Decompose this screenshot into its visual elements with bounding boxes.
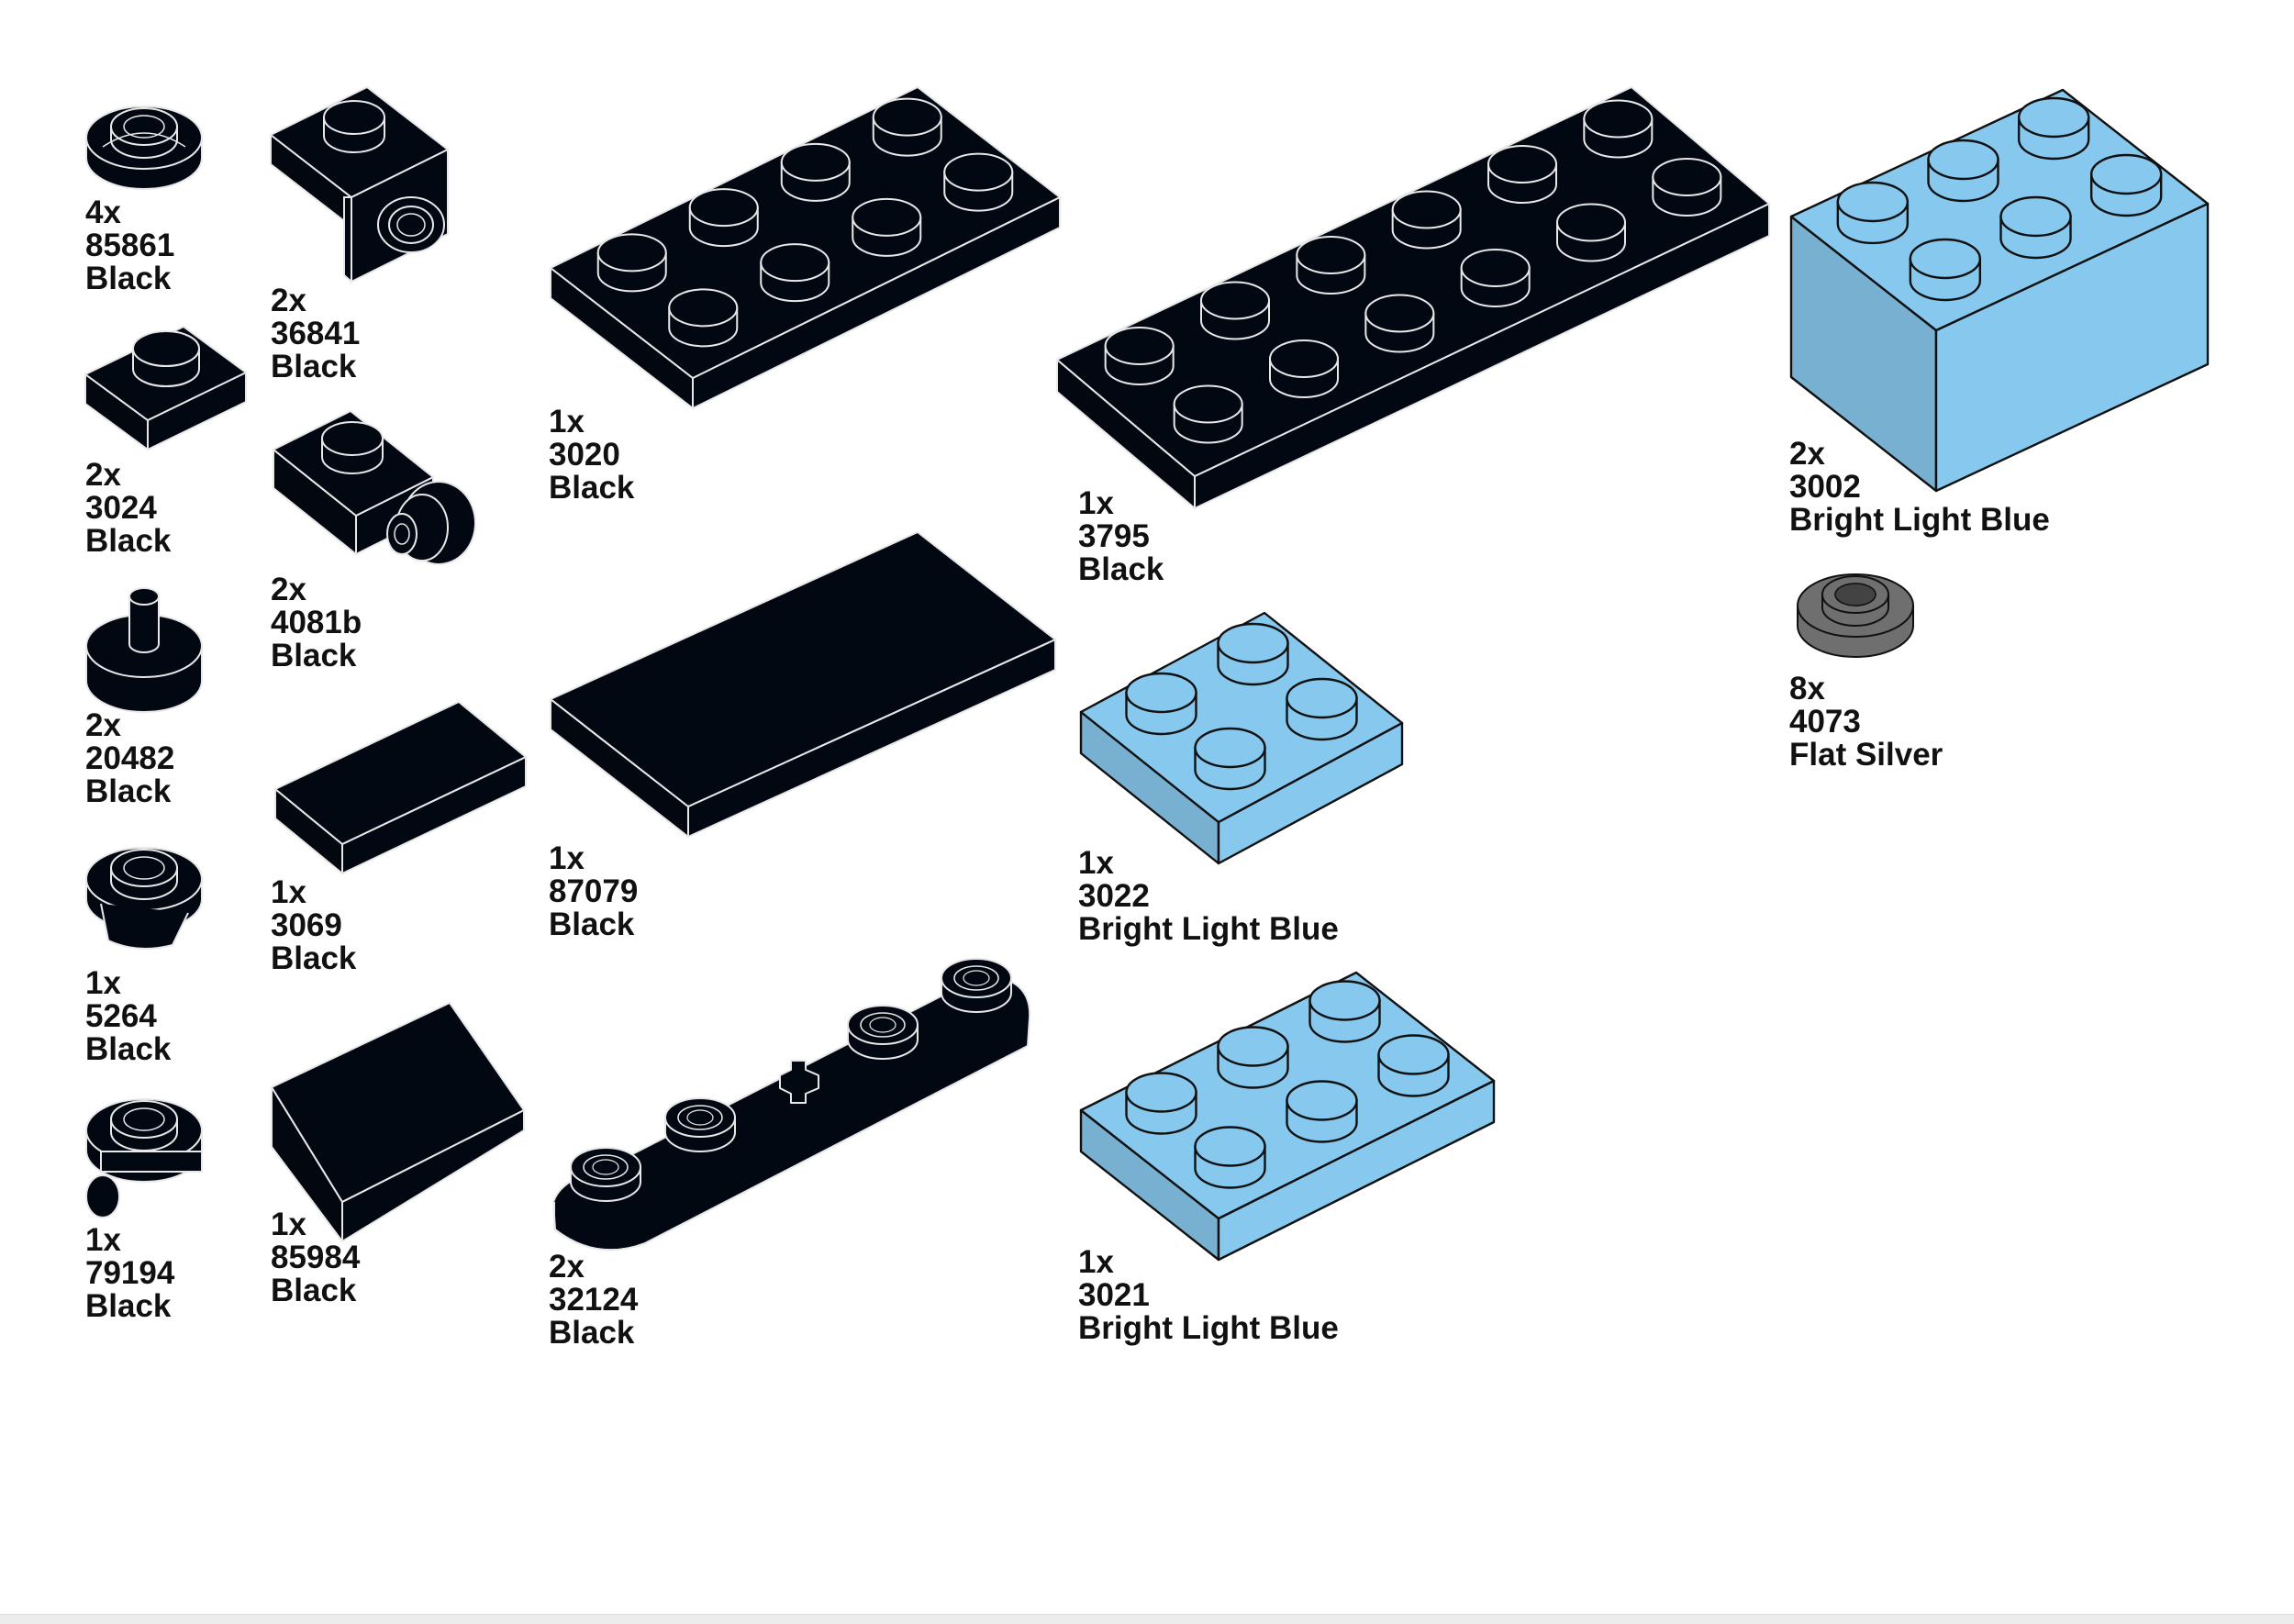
part-color: Bright Light Blue xyxy=(1789,502,2050,538)
part-quantity: 2x xyxy=(271,283,306,318)
part-color: Black xyxy=(271,1273,357,1308)
slope-1x2-icon xyxy=(271,1002,525,1242)
part-number: 3024 xyxy=(85,490,157,526)
part-quantity: 1x xyxy=(549,840,585,876)
part-label-3024: 2x 3024 Black xyxy=(85,459,171,558)
part-color: Black xyxy=(271,940,357,976)
part-number: 36841 xyxy=(271,316,361,351)
part-number: 85984 xyxy=(271,1240,361,1275)
plate-with-clip-light-icon xyxy=(273,410,476,565)
part-color: Black xyxy=(85,1031,172,1067)
part-label-3795: 1x 3795 Black xyxy=(1078,487,1164,586)
part-color: Black xyxy=(271,349,357,384)
part-number: 4073 xyxy=(1789,704,1861,740)
part-label-4073: 8x 4073 Flat Silver xyxy=(1789,673,1943,772)
part-color: Black xyxy=(549,470,635,506)
part-number: 20482 xyxy=(85,740,175,776)
part-label-32124: 2x 32124 Black xyxy=(549,1251,638,1350)
part-color: Black xyxy=(549,907,635,942)
part-quantity: 1x xyxy=(549,404,585,439)
part-quantity: 1x xyxy=(1078,485,1114,521)
round-plate-with-clip-icon xyxy=(85,847,203,950)
part-quantity: 8x xyxy=(1789,671,1825,706)
part-quantity: 1x xyxy=(1078,845,1114,881)
part-number: 79194 xyxy=(85,1255,175,1291)
part-color: Black xyxy=(85,773,172,809)
part-label-85861: 4x 85861 Black xyxy=(85,196,174,295)
tile-2x4-icon xyxy=(550,531,1056,838)
part-number: 3002 xyxy=(1789,469,1861,505)
part-number: 32124 xyxy=(549,1282,639,1318)
part-quantity: 1x xyxy=(271,874,306,910)
part-label-3020: 1x 3020 Black xyxy=(549,406,634,505)
part-quantity: 2x xyxy=(271,572,306,607)
plate-2x6-icon xyxy=(1056,86,1770,509)
part-number: 3020 xyxy=(549,437,620,473)
round-plate-1x1-icon xyxy=(1797,573,1914,658)
part-quantity: 4x xyxy=(85,195,121,230)
tile-1x2-icon xyxy=(274,701,527,874)
page-footer-strip xyxy=(0,1614,2294,1624)
part-color: Flat Silver xyxy=(1789,737,1943,773)
round-plate-with-bar-icon xyxy=(85,1098,203,1218)
part-color: Black xyxy=(549,1315,635,1351)
brick-2x3-icon xyxy=(1789,88,2210,493)
part-label-79194: 1x 79194 Black xyxy=(85,1224,174,1323)
plate-2x4-icon xyxy=(550,86,1061,409)
part-label-85984: 1x 85984 Black xyxy=(271,1208,360,1307)
part-label-3069: 1x 3069 Black xyxy=(271,876,356,975)
part-quantity: 1x xyxy=(271,1207,306,1242)
part-quantity: 2x xyxy=(549,1249,585,1285)
part-quantity: 2x xyxy=(85,707,121,743)
part-label-20482: 2x 20482 Black xyxy=(85,709,174,808)
plate-1x1-icon xyxy=(84,326,247,450)
plate-2x2-icon xyxy=(1079,611,1404,865)
part-color: Bright Light Blue xyxy=(1078,1310,1339,1346)
part-label-87079: 1x 87079 Black xyxy=(549,842,638,941)
part-label-3022: 1x 3022 Bright Light Blue xyxy=(1078,847,1339,946)
round-plate-1x1-open-stud-icon xyxy=(85,106,203,190)
bracket-with-pin-hole-icon xyxy=(270,86,449,284)
part-color: Bright Light Blue xyxy=(1078,911,1339,947)
part-label-3021: 1x 3021 Bright Light Blue xyxy=(1078,1246,1339,1345)
part-quantity: 2x xyxy=(1789,436,1825,472)
round-tile-with-bar-icon xyxy=(85,587,203,713)
plate-2x3-icon xyxy=(1079,971,1496,1262)
part-color: Black xyxy=(271,638,357,673)
part-color: Black xyxy=(1078,551,1164,587)
part-number: 3795 xyxy=(1078,518,1150,554)
part-label-3002: 2x 3002 Bright Light Blue xyxy=(1789,438,2050,537)
part-number: 4081b xyxy=(271,605,362,640)
part-number: 3021 xyxy=(1078,1277,1150,1313)
part-number: 5264 xyxy=(85,998,157,1034)
part-number: 85861 xyxy=(85,228,175,263)
part-quantity: 1x xyxy=(85,1222,121,1258)
part-quantity: 1x xyxy=(85,965,121,1001)
part-color: Black xyxy=(85,523,172,559)
technic-plate-1x5-icon xyxy=(552,958,1031,1251)
part-label-5264: 1x 5264 Black xyxy=(85,967,171,1066)
part-number: 87079 xyxy=(549,873,639,909)
part-quantity: 1x xyxy=(1078,1244,1114,1280)
part-label-36841: 2x 36841 Black xyxy=(271,284,360,384)
part-number: 3069 xyxy=(271,907,342,943)
part-number: 3022 xyxy=(1078,878,1150,914)
part-label-4081b: 2x 4081b Black xyxy=(271,573,362,673)
part-quantity: 2x xyxy=(85,457,121,493)
part-color: Black xyxy=(85,1288,172,1324)
part-color: Black xyxy=(85,261,172,296)
